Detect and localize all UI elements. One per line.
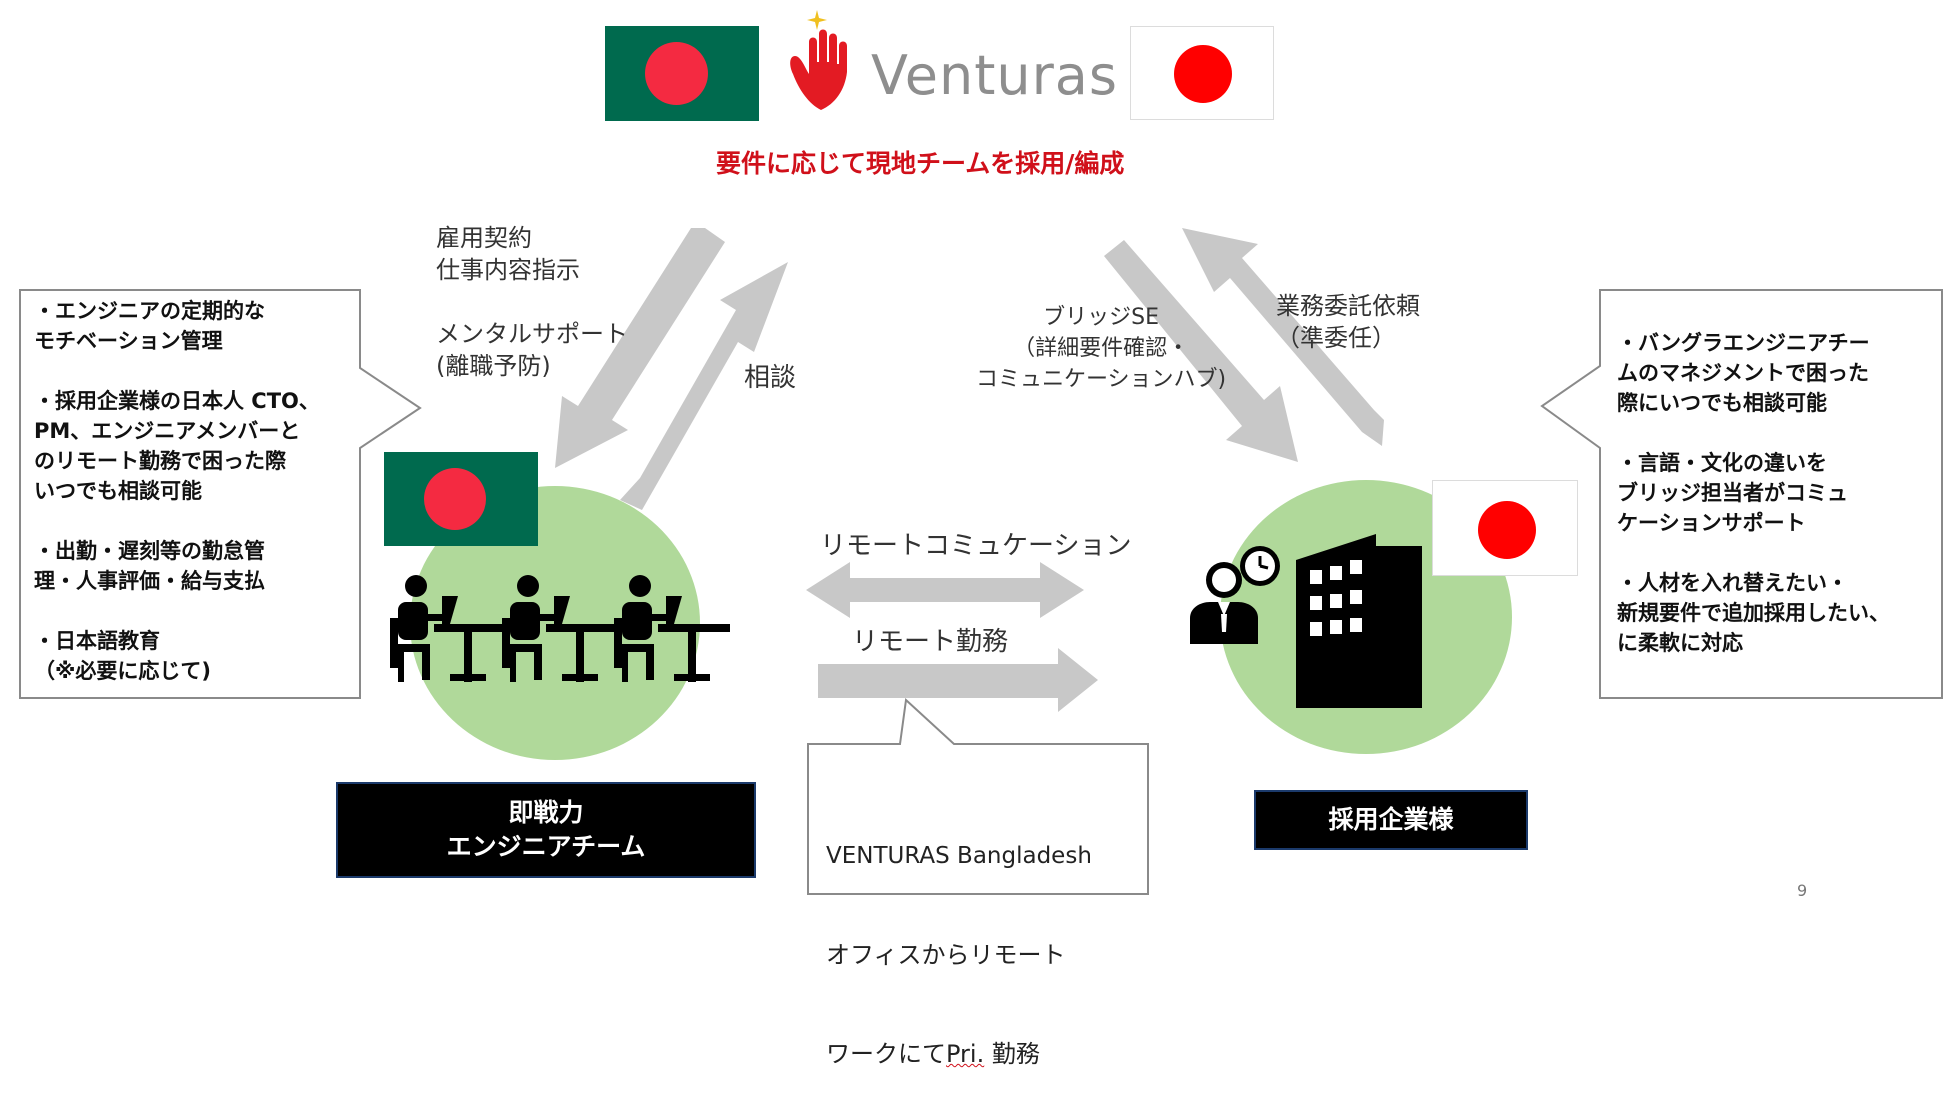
arrows-layer <box>555 228 1384 712</box>
engineers-at-desks-icon <box>390 575 730 682</box>
logo-wordmark: Venturas <box>871 44 1119 107</box>
office-note-line1: VENTURAS Bangladesh <box>826 843 1092 869</box>
japan-flag-client <box>1432 480 1578 576</box>
label-remote-communication: リモートコミュケーション <box>820 531 1132 561</box>
office-note-text: VENTURAS Bangladesh オフィスからリモート ワークにてPri.… <box>826 774 1092 1104</box>
label-outsourcing: 業務委託依頼 （準委任） <box>1276 292 1420 352</box>
team-label-box: 即戦力 エンジニアチーム <box>336 782 756 878</box>
office-note-line3: ワークにてPri. 勤務 <box>826 1038 1092 1071</box>
arrow-employment-down <box>555 228 725 468</box>
arrow-remote-comm-double <box>806 562 1084 618</box>
bangladesh-flag-team <box>384 452 538 546</box>
office-note-line3-suffix: 勤務 <box>984 1040 1040 1068</box>
hand-logo-icon <box>790 10 847 110</box>
right-bubble-text: ・バングラエンジニアチー ムのマネジメントで困った 際にいつでも相談可能 ・言語… <box>1617 331 1890 655</box>
businessperson-icon <box>1190 546 1280 644</box>
arrow-remote-work-right <box>818 648 1098 712</box>
left-bubble-shape <box>19 289 422 699</box>
arrow-outsourcing-up <box>1182 228 1384 446</box>
arrow-consult-up <box>620 262 788 510</box>
bangladesh-flag-top <box>605 26 759 121</box>
arrow-bridge-down <box>1104 240 1298 462</box>
left-bubble-text: ・エンジニアの定期的な モチベーション管理 ・採用企業様の日本人 CTO、 PM… <box>34 299 320 683</box>
office-note-line3-prefix: ワークにて <box>826 1040 946 1068</box>
label-mental-support: メンタルサポート (離職予防) <box>436 320 628 380</box>
label-employment-contract: 雇用契約 仕事内容指示 <box>436 224 580 284</box>
right-bubble-shape <box>1540 289 1943 699</box>
label-consult: 相談 <box>744 363 797 393</box>
office-note-callout-shape <box>807 698 1149 895</box>
label-remote-work: リモート勤務 <box>852 627 1009 657</box>
client-label-box: 採用企業様 <box>1254 790 1528 850</box>
headline: 要件に応じて現地チームを採用/編成 <box>716 149 1125 178</box>
office-note-pri: Pri. <box>946 1040 985 1068</box>
page-number: 9 <box>1797 884 1808 898</box>
office-building-icon <box>1296 534 1422 708</box>
japan-flag-top <box>1130 26 1274 120</box>
label-bridge-se: ブリッジSE （詳細要件確認・ コミュニケーションハブ) <box>976 305 1227 392</box>
venturas-logo: Venturas <box>785 8 1117 118</box>
office-note-line2: オフィスからリモート <box>826 941 1066 969</box>
